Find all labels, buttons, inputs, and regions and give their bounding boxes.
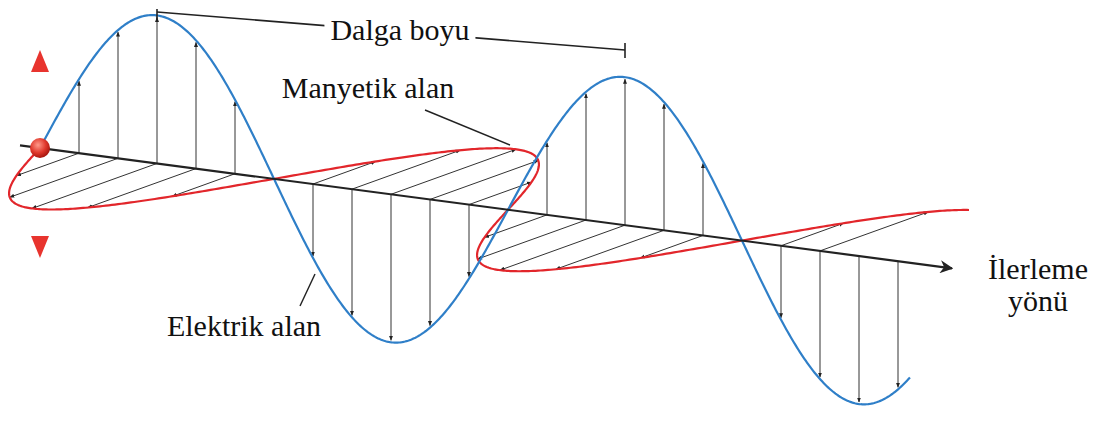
magnetic-vector — [173, 174, 236, 197]
electric-vector — [430, 199, 431, 325]
electric-vector — [898, 261, 899, 387]
electric-vector — [79, 81, 80, 153]
oscillation-arrow-head — [31, 236, 49, 258]
electric-vector — [625, 79, 626, 225]
electric-vector — [664, 104, 665, 230]
magnetic-vector — [313, 162, 376, 185]
electric-vector — [157, 17, 158, 163]
electric-vector — [547, 143, 548, 215]
wavelength-tick — [156, 9, 158, 22]
electric-vector — [781, 246, 782, 318]
magnetic-vector — [641, 235, 704, 258]
electric-vector — [859, 256, 860, 402]
electric-vector — [820, 251, 821, 377]
electric-vector — [118, 32, 119, 158]
electric-field-curve — [40, 15, 910, 404]
electric-vector — [196, 42, 197, 168]
magnetic-field-curve — [9, 148, 969, 271]
electric-vector — [391, 194, 392, 340]
field-curves — [9, 15, 969, 404]
electric-vector — [235, 102, 236, 174]
propagation-axis — [20, 145, 952, 268]
electric-vector — [469, 205, 470, 277]
electric-vector — [703, 163, 704, 235]
leader-line — [300, 274, 315, 306]
direction-label: İlerleme yönü — [969, 253, 1107, 317]
magnetic-vector — [781, 223, 844, 246]
oscillation-arrow-head — [31, 50, 49, 72]
electric-vector — [586, 94, 587, 220]
electric-vector — [352, 189, 353, 315]
electric-field-label: Elektrik alan — [167, 310, 321, 342]
wavelength-label: Dalga boyu — [324, 14, 475, 46]
wavelength-bracket — [157, 12, 625, 50]
field-vectors — [10, 17, 929, 402]
magnetic-field-label: Manyetik alan — [282, 72, 454, 104]
charge-dot — [30, 138, 50, 158]
electric-vector — [313, 184, 314, 256]
leader-line — [425, 110, 510, 145]
